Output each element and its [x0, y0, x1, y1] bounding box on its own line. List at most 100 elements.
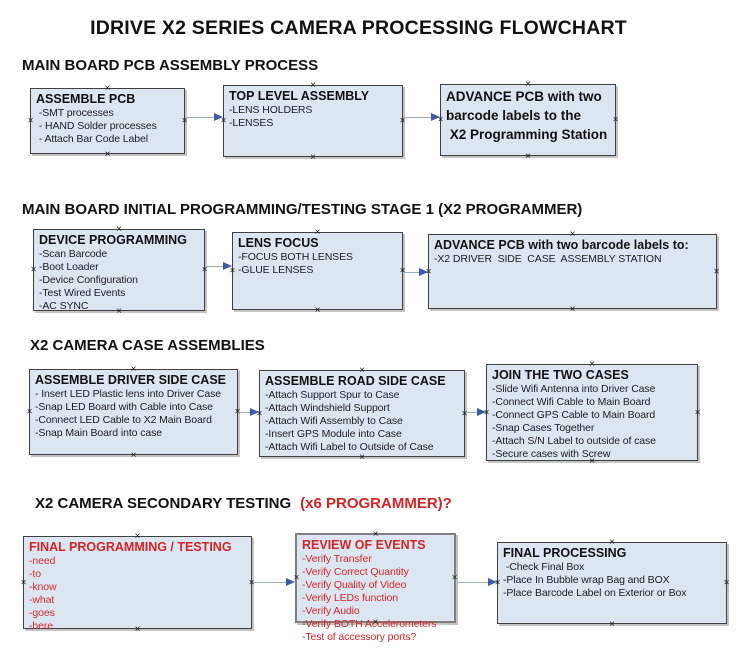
box-title: ASSEMBLE ROAD SIDE CASE [265, 374, 446, 388]
connection-point-icon: × [26, 406, 33, 418]
box-item-list: -Attach Support Spur to Case-Attach Wind… [265, 389, 460, 454]
box-item: -Boot Loader [39, 261, 99, 274]
connection-point-icon: × [713, 266, 720, 277]
connector-arrow [187, 112, 223, 121]
connection-point-icon: × [694, 407, 701, 418]
box-item: -Snap Cases Together [492, 422, 595, 435]
box-item: -Snap Main Board into case [35, 427, 162, 440]
connection-point-icon: × [104, 149, 111, 160]
box-title: JOIN THE TWO CASES [492, 368, 629, 382]
box-item: -Connect LED Cable to X2 Main Board [35, 414, 212, 427]
section-heading-secondary-testing: X2 CAMERA SECONDARY TESTING(x6 PROGRAMME… [35, 495, 452, 512]
box-title: ASSEMBLE PCB [36, 92, 136, 106]
arrow-head-icon [477, 407, 486, 416]
connection-point-icon: × [314, 305, 321, 316]
box-item-list: -Check Final Box-Place In Bubble wrap Ba… [503, 561, 722, 600]
flow-box-assemble-driver-side-case: × × × × ASSEMBLE DRIVER SIDE CASE - Inse… [27, 365, 241, 461]
box-title: ADVANCE PCB with two barcode labels to t… [446, 89, 608, 143]
box-item: - HAND Solder processes [36, 120, 157, 133]
connection-point-icon: × [399, 265, 406, 277]
box-title: TOP LEVEL ASSEMBLY [229, 89, 370, 103]
box-item: -SMT processes [36, 107, 114, 120]
box-item: -Secure cases with Screw [492, 448, 611, 461]
connection-point-icon: × [612, 114, 619, 126]
box-item: -LENS HOLDERS [229, 104, 313, 117]
connection-point-icon: × [20, 577, 27, 588]
box-item: -Test of accessory ports? [302, 631, 417, 644]
box-item: -Verify Audio [302, 605, 360, 618]
box-item: -goes [29, 607, 55, 620]
box-title: DEVICE PROGRAMMING [39, 233, 187, 247]
box-item: -Verify LEDs function [302, 592, 398, 605]
box-item-list: -Scan Barcode-Boot Loader-Device Configu… [39, 248, 200, 313]
box-item-list: -SMT processes - HAND Solder processes -… [36, 107, 180, 146]
box-item: -Place In Bubble wrap Bag and BOX [503, 574, 670, 587]
connector-arrow [457, 577, 497, 586]
box-item: -Snap LED Board with Cable into Case [35, 401, 213, 414]
box-item: -Scan Barcode [39, 248, 108, 261]
box-item-list: -Slide Wifi Antenna into Driver Case-Con… [492, 383, 693, 461]
section-heading-pcb-assembly: MAIN BOARD PCB ASSEMBLY PROCESS [22, 57, 319, 74]
box-item: -here [29, 620, 54, 633]
box-item: -FOCUS BOTH LENSES [238, 251, 353, 264]
box-item: -Verify Transfer [302, 553, 372, 566]
box-item: -what [29, 594, 55, 607]
box-title: FINAL PROCESSING [503, 546, 627, 560]
box-item: -Verify Correct Quantity [302, 566, 409, 579]
flow-box-assemble-road-side-case: × × × × ASSEMBLE ROAD SIDE CASE -Attach … [257, 366, 468, 463]
connection-point-icon: × [27, 115, 34, 127]
connection-point-icon: × [359, 452, 365, 463]
flow-box-final-processing: × × × × FINAL PROCESSING -Check Final Bo… [495, 538, 730, 630]
box-item: -GLUE LENSES [238, 264, 314, 277]
arrow-head-icon [223, 261, 232, 270]
box-item: -Attach Wifi Label to Outside of Case [265, 441, 434, 454]
box-item: - Attach Bar Code Label [36, 133, 149, 146]
box-item: -X2 DRIVER SIDE CASE ASSEMBLY STATION [434, 253, 662, 266]
box-item: -Test Wired Events [39, 287, 126, 300]
connection-point-icon: × [723, 577, 730, 589]
flow-box-assemble-pcb: × × × × ASSEMBLE PCB -SMT processes - HA… [28, 84, 188, 160]
box-item-list: -Verify Transfer-Verify Correct Quantity… [302, 553, 450, 644]
box-title: LENS FOCUS [238, 236, 319, 250]
box-item: -Connect Wifi Cable to Main Board [492, 396, 651, 409]
box-item-list: -FOCUS BOTH LENSES-GLUE LENSES [238, 251, 398, 277]
connector-arrow [466, 407, 486, 416]
connector-arrow [404, 267, 428, 276]
box-item: -Place Barcode Label on Exterior or Box [503, 587, 687, 600]
arrow-head-icon [431, 112, 440, 121]
box-item: -Attach S/N Label to outside of case [492, 435, 656, 448]
section-heading-case-assemblies: X2 CAMERA CASE ASSEMBLIES [30, 337, 265, 354]
box-item: -Device Configuration [39, 274, 138, 287]
flow-box-final-programming-testing: × × × × FINAL PROGRAMMING / TESTING -nee… [21, 532, 255, 635]
box-item: -Check Final Box [503, 561, 585, 574]
box-title: ADVANCE PCB with two barcode labels to: [434, 238, 689, 252]
box-item-list: -X2 DRIVER SIDE CASE ASSEMBLY STATION [434, 253, 712, 266]
section-heading-black-text: X2 CAMERA SECONDARY TESTING [35, 495, 292, 512]
connection-point-icon: × [130, 450, 137, 461]
arrow-head-icon [488, 577, 497, 586]
connection-point-icon: × [30, 264, 37, 276]
box-title: REVIEW OF EVENTS [302, 538, 426, 552]
box-item-list: - Insert LED Plastic lens into Driver Ca… [35, 388, 233, 440]
connector-arrow [239, 407, 259, 416]
box-item: -Connect GPS Cable to Main Board [492, 409, 656, 422]
section-heading-initial-programming: MAIN BOARD INITIAL PROGRAMMING/TESTING S… [22, 201, 583, 218]
box-item: -to [29, 568, 41, 581]
connection-point-icon: × [461, 408, 468, 419]
flow-box-device-programming: × × × × DEVICE PROGRAMMING -Scan Barcode… [31, 225, 208, 317]
connection-point-icon: × [525, 151, 531, 162]
page-title: IDRIVE X2 SERIES CAMERA PROCESSING FLOWC… [90, 17, 627, 39]
box-item: -need [29, 555, 56, 568]
box-item: -LENSES [229, 117, 274, 130]
arrow-head-icon [214, 112, 223, 121]
flow-box-top-level-assembly: × × × × TOP LEVEL ASSEMBLY -LENS HOLDERS… [221, 81, 406, 163]
flow-box-review-of-events: × × × × REVIEW OF EVENTS -Verify Transfe… [294, 530, 458, 644]
box-item: -Insert GPS Module into Case [265, 428, 402, 441]
arrow-head-icon [286, 577, 295, 586]
box-title: FINAL PROGRAMMING / TESTING [29, 540, 232, 554]
box-item: - Insert LED Plastic lens into Driver Ca… [35, 388, 222, 401]
flow-box-join-the-two-cases: × × × × JOIN THE TWO CASES -Slide Wifi A… [484, 360, 701, 467]
box-item-list: -need-to-know-what-goes-here [29, 555, 247, 633]
connector-arrow [405, 112, 440, 121]
